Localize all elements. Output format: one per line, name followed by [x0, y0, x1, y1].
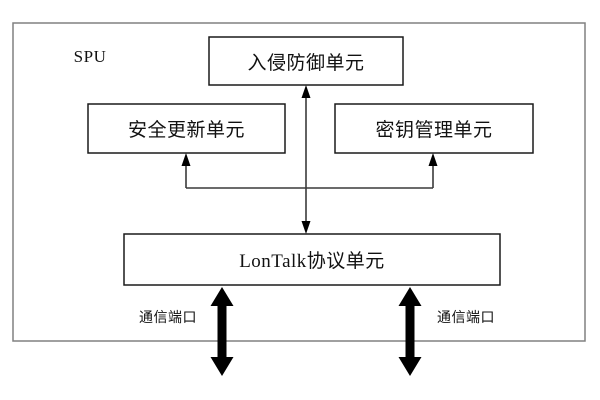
- security-update-unit-box[interactable]: [87, 103, 286, 154]
- bus-to-lontalk-down-head: [301, 221, 311, 234]
- lontalk-protocol-unit-box[interactable]: [123, 233, 501, 286]
- lontalk-to-intrusion-up-head: [301, 85, 311, 98]
- bus-to-security-update-up-head: [181, 153, 191, 166]
- key-management-unit-box[interactable]: [334, 103, 534, 154]
- intrusion-prevention-unit-box[interactable]: [208, 36, 404, 86]
- communication-port-left-arrow[interactable]: [210, 287, 234, 376]
- bus-to-key-management-up-head: [428, 153, 438, 166]
- communication-port-right-arrow[interactable]: [398, 287, 422, 376]
